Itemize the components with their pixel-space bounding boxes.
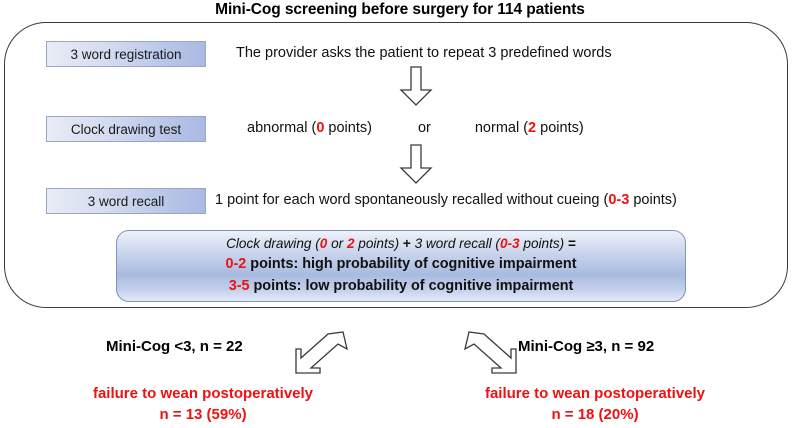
down-arrow-icon-step1-to-step2 xyxy=(398,66,434,106)
outcome-left-line2: n = 13 (59%) xyxy=(159,406,247,424)
summary-equals-sign: = xyxy=(564,235,576,251)
summary-recall-text: 3 word recall ( xyxy=(414,235,500,251)
summary-clock-score-2: 2 xyxy=(346,235,355,251)
summary-recall-suffix: points) xyxy=(519,235,565,251)
summary-low-probability-text: points: low probability of cognitive imp… xyxy=(249,278,574,295)
step-chip-label: 3 word recall xyxy=(87,193,165,209)
summary-high-probability-text: points: high probability of cognitive im… xyxy=(246,256,577,273)
summary-clock-score-0: 0 xyxy=(319,235,328,251)
outcome-mini-cog-low: failure to wean postoperatively n = 13 (… xyxy=(28,383,378,426)
step-description-3-word-registration: The provider asks the patient to repeat … xyxy=(236,45,612,61)
outcome-mini-cog-high: failure to wean postoperatively n = 18 (… xyxy=(420,383,770,426)
clock-normal-suffix: points) xyxy=(536,120,584,136)
summary-formula-line: Clock drawing (0 or 2 points) + 3 word r… xyxy=(226,234,576,255)
summary-plus-sign: + xyxy=(399,235,415,251)
summary-range-0-2: 0-2 xyxy=(225,256,247,273)
step-chip-label: Clock drawing test xyxy=(70,121,182,137)
figure-title: Mini-Cog screening before surgery for 11… xyxy=(215,1,585,18)
recall-suffix: points) xyxy=(629,192,677,208)
clock-normal-score: 2 xyxy=(528,120,537,136)
summary-clock-suffix: points) xyxy=(354,235,400,251)
summary-or: or xyxy=(327,235,347,251)
down-arrow-icon-step2-to-step3 xyxy=(398,144,434,184)
step-chip-label: 3 word registration xyxy=(70,46,182,62)
step-chip-clock-drawing-test: Clock drawing test xyxy=(46,116,206,142)
summary-recall-score: 0-3 xyxy=(499,235,520,251)
summary-high-probability-line: 0-2 points: high probability of cognitiv… xyxy=(225,254,576,276)
summary-range-3-5: 3-5 xyxy=(228,278,250,295)
summary-clock-text: Clock drawing ( xyxy=(226,235,320,251)
outcome-right-line1: failure to wean postoperatively xyxy=(484,385,706,402)
branch-label-mini-cog-high: Mini-Cog ≥3, n = 92 xyxy=(518,338,655,355)
outcome-right-line2: n = 18 (20%) xyxy=(551,406,639,424)
step-chip-3-word-recall: 3 word recall xyxy=(46,188,206,214)
clock-abnormal-text: abnormal ( xyxy=(247,120,317,136)
arrow-down-right-icon xyxy=(464,330,518,376)
branch-label-mini-cog-low: Mini-Cog <3, n = 22 xyxy=(106,338,243,355)
step-description-3-word-recall: 1 point for each word spontaneously reca… xyxy=(215,192,677,208)
clock-abnormal-suffix: points) xyxy=(324,120,372,136)
clock-normal-text: normal ( xyxy=(474,120,529,136)
arrow-down-left-icon xyxy=(294,330,348,376)
summary-low-probability-line: 3-5 points: low probability of cognitive… xyxy=(229,276,574,298)
outcome-left-line1: failure to wean postoperatively xyxy=(92,385,314,402)
clock-connector-or: or xyxy=(417,120,431,136)
recall-score: 0-3 xyxy=(608,192,630,208)
step-description-clock-drawing-test: abnormal (0 points) or normal (2 points) xyxy=(247,120,584,136)
recall-text: 1 point for each word spontaneously reca… xyxy=(215,192,609,208)
clock-abnormal-score: 0 xyxy=(316,120,325,136)
step-chip-3-word-registration: 3 word registration xyxy=(46,41,206,67)
scoring-summary-panel: Clock drawing (0 or 2 points) + 3 word r… xyxy=(116,230,686,302)
